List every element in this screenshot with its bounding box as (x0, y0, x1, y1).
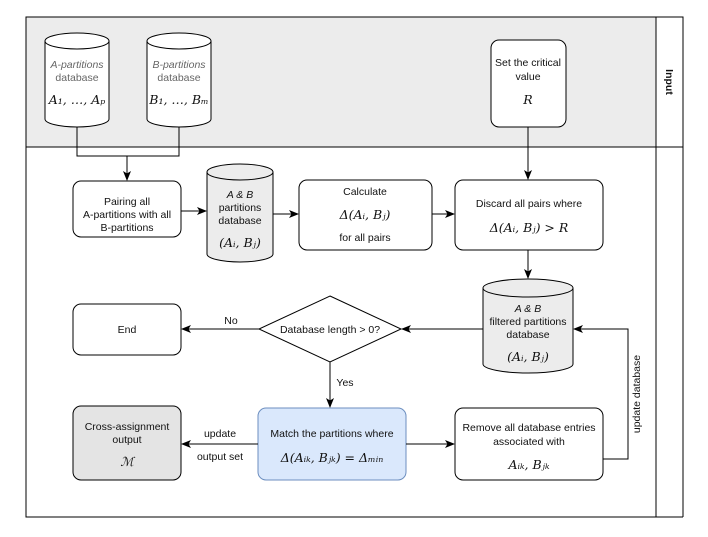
update-database-label: update database (631, 355, 643, 433)
ab-db-line1: A & B (226, 189, 253, 201)
calculate-math: Δ(Aᵢ, Bⱼ) (339, 207, 391, 222)
input-label: Input (663, 69, 675, 95)
edge-remove-update-db (573, 325, 629, 460)
pairing-line3: B-partitions (100, 222, 153, 234)
edge-b-db-merge (127, 127, 180, 157)
remove-line2: associated with (493, 436, 565, 448)
b-partitions-database: B-partitions database B₁, …, Bₘ (146, 32, 212, 128)
yes-label: Yes (336, 377, 353, 389)
ab-db-line3: database (218, 215, 261, 227)
discard-box: Discard all pairs where Δ(Aᵢ, Bⱼ) > R (454, 179, 604, 251)
filtered-db-line3: database (506, 329, 549, 341)
end-box: End (72, 303, 182, 356)
pairing-line1: Pairing all (104, 196, 150, 208)
remove-math: Aᵢₖ, Bⱼₖ (507, 457, 550, 472)
calculate-line1: Calculate (343, 186, 387, 198)
update-output-line2: output set (197, 451, 243, 463)
critical-value-box: Set the critical value R (490, 39, 567, 128)
a-partitions-database: A-partitions database A₁, …, Aₚ (44, 32, 110, 128)
calculate-box: Calculate Δ(Aᵢ, Bⱼ) for all pairs (298, 179, 433, 251)
decision-label: Database length > 0? (280, 324, 380, 336)
update-output-line1: update (204, 428, 236, 440)
no-label: No (224, 315, 238, 327)
ab-partitions-database: A & B partitions database (Aᵢ, Bⱼ) (206, 163, 274, 263)
filtered-db-line2: filtered partitions (489, 316, 566, 328)
match-math: Δ(Aᵢₖ, Bⱼₖ) = Δₘᵢₙ (280, 450, 384, 465)
discard-line1: Discard all pairs where (476, 198, 582, 210)
output-math: ℳ (120, 454, 135, 469)
decision-diamond: Database length > 0? (257, 295, 403, 363)
pairing-box: Pairing all A-partitions with all B-part… (72, 180, 182, 238)
filtered-db-line1: A & B (514, 303, 541, 315)
output-box: Cross-assignment output ℳ (72, 405, 182, 481)
ab-db-line2: partitions (219, 202, 262, 214)
a-db-math: A₁, …, Aₚ (48, 92, 105, 107)
b-db-math: B₁, …, Bₘ (148, 92, 208, 107)
a-db-line1: A-partitions (49, 59, 104, 71)
critical-line2: value (515, 71, 540, 83)
match-line1: Match the partitions where (270, 428, 393, 440)
a-db-line2: database (55, 72, 98, 84)
calculate-line3: for all pairs (339, 232, 390, 244)
input-label-box (655, 16, 684, 148)
connectors (76, 127, 629, 460)
pairing-line2: A-partitions with all (83, 209, 171, 221)
end-label: End (118, 324, 137, 336)
ab-db-math: (Aᵢ, Bⱼ) (219, 235, 261, 250)
remove-line1: Remove all database entries (462, 422, 595, 434)
critical-math: R (522, 92, 532, 107)
edge-a-db-merge (76, 127, 127, 157)
output-line2: output (112, 434, 141, 446)
output-line1: Cross-assignment (85, 421, 170, 433)
match-box: Match the partitions where Δ(Aᵢₖ, Bⱼₖ) =… (257, 407, 407, 481)
filtered-db-math: (Aᵢ, Bⱼ) (507, 349, 549, 364)
b-db-line1: B-partitions (152, 59, 206, 71)
remove-box: Remove all database entries associated w… (454, 407, 604, 481)
filtered-partitions-database: A & B filtered partitions database (Aᵢ, … (482, 278, 574, 374)
discard-math: Δ(Aᵢ, Bⱼ) > R (489, 220, 569, 235)
b-db-line2: database (157, 72, 200, 84)
critical-line1: Set the critical (495, 57, 561, 69)
